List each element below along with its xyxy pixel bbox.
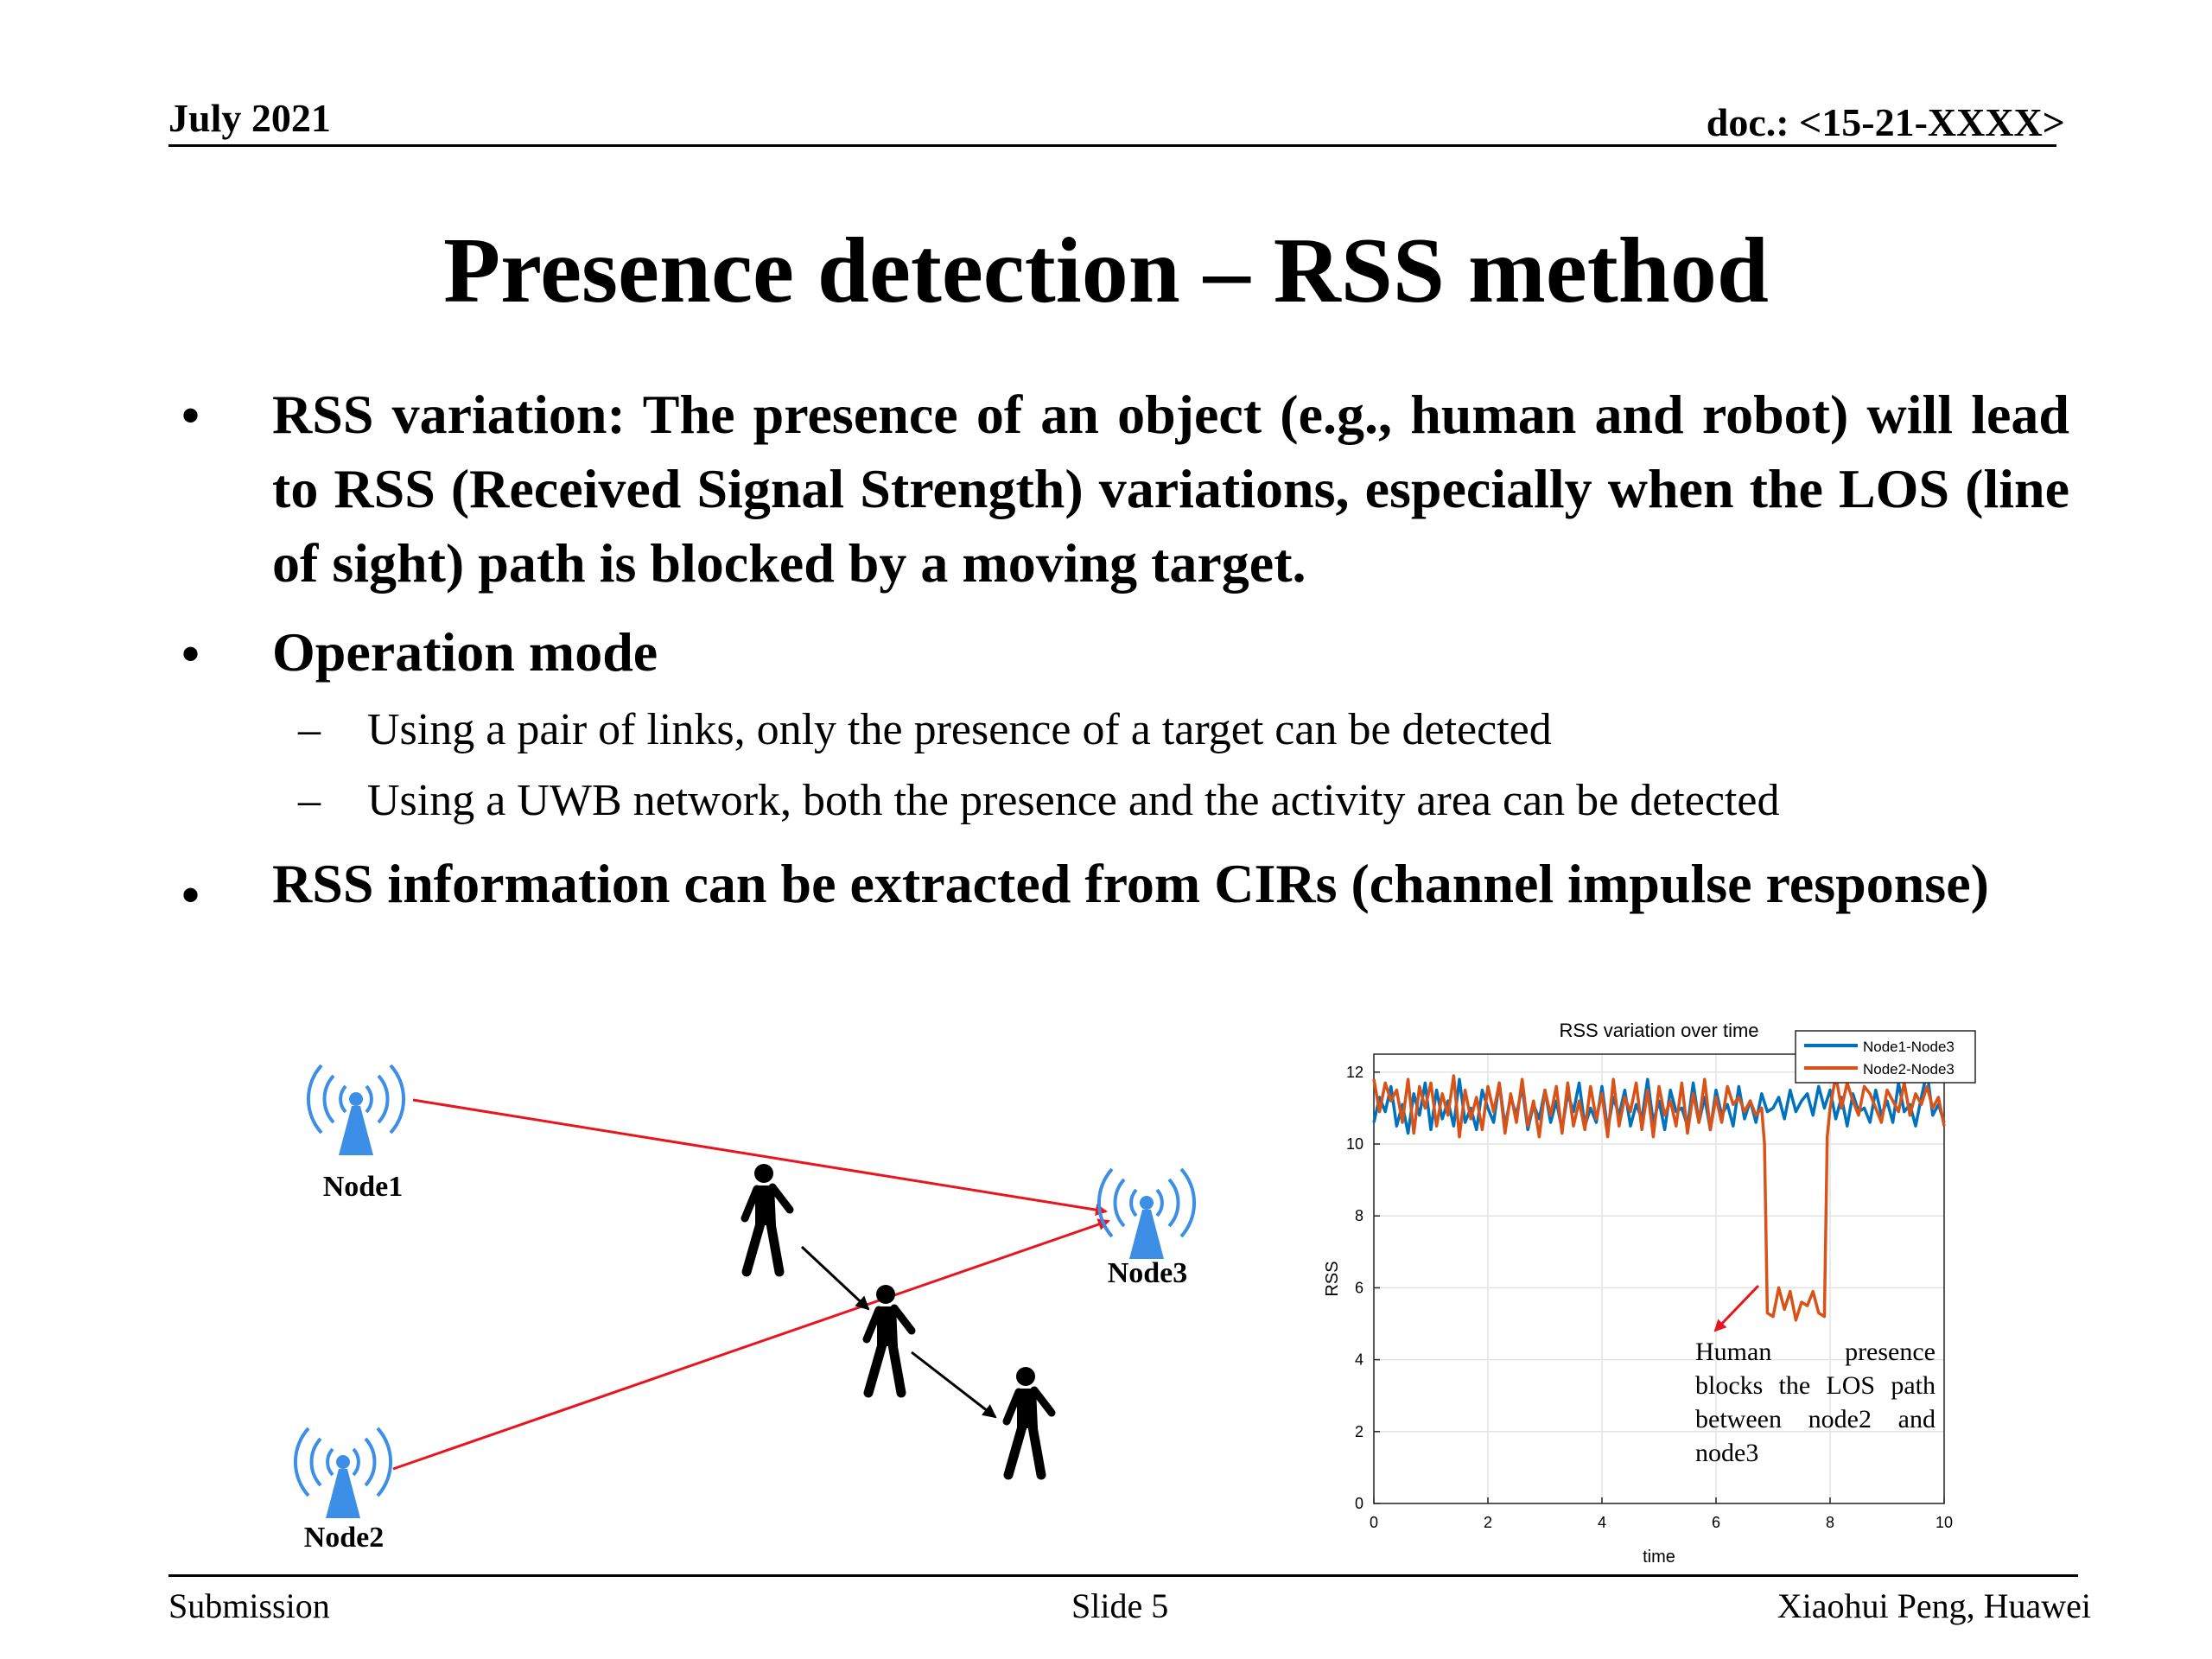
bullet-marker: • bbox=[181, 387, 200, 444]
y-tick-label: 10 bbox=[1346, 1135, 1363, 1153]
x-tick-label: 2 bbox=[1484, 1514, 1492, 1531]
y-tick-label: 8 bbox=[1355, 1207, 1363, 1224]
node1-label: Node1 bbox=[323, 1171, 404, 1203]
plot-area bbox=[1373, 1053, 1945, 1504]
node3-label: Node3 bbox=[1108, 1257, 1188, 1289]
footer-rule bbox=[168, 1574, 2078, 1577]
bullet-operation-mode: Operation mode bbox=[272, 621, 658, 683]
y-tick-label: 6 bbox=[1355, 1279, 1363, 1296]
footer-submission: Submission bbox=[168, 1586, 330, 1625]
header-date: July 2021 bbox=[168, 96, 331, 140]
footer-slide-number: Slide 5 bbox=[1071, 1586, 1169, 1625]
legend-box bbox=[1795, 1030, 1976, 1084]
x-tick-label: 8 bbox=[1826, 1514, 1834, 1531]
footer-author: Xiaohui Peng, Huawei bbox=[1777, 1586, 2091, 1625]
header-doc-number: doc.: <15-21-XXXX> bbox=[1706, 100, 2065, 144]
sub-bullet-dash: – bbox=[298, 776, 321, 825]
series-line-node2-node3 bbox=[1372, 1074, 1946, 1322]
y-axis-label: RSS bbox=[1323, 1261, 1342, 1296]
sub-bullet-dash: – bbox=[298, 705, 321, 754]
y-tick-label: 0 bbox=[1355, 1495, 1363, 1512]
bullet-marker: • bbox=[181, 626, 200, 683]
annotation-line: between node2 and bbox=[1695, 1405, 1936, 1433]
movement-arrow bbox=[911, 1351, 997, 1419]
bullet-rss-from-cirs: RSS information can be extracted from CI… bbox=[272, 853, 1989, 914]
y-tick-label: 2 bbox=[1355, 1423, 1363, 1440]
y-tick-label: 4 bbox=[1355, 1351, 1363, 1369]
chart-annotation: Human presence blocks the LOS path betwe… bbox=[1695, 1335, 1936, 1470]
slide-title: Presence detection – RSS method bbox=[443, 219, 1769, 322]
legend-label-node1-node3: Node1-Node3 bbox=[1863, 1039, 1955, 1055]
link-node1-node3 bbox=[412, 1098, 1108, 1217]
x-tick-label: 0 bbox=[1370, 1514, 1378, 1531]
x-tick-label: 10 bbox=[1936, 1514, 1953, 1531]
bullet-rss-variation: RSS variation: The presence of an object… bbox=[272, 384, 2069, 594]
bullet-marker: • bbox=[181, 867, 200, 924]
annotation-line: blocks the LOS path bbox=[1695, 1371, 1936, 1400]
chart-title: RSS variation over time bbox=[1559, 1020, 1758, 1041]
annotation-line: Human presence bbox=[1695, 1338, 1936, 1366]
movement-arrow bbox=[800, 1245, 870, 1311]
x-axis-label: time bbox=[1643, 1548, 1675, 1567]
sub-bullet-uwb-network: Using a UWB network, both the presence a… bbox=[367, 776, 1780, 825]
chart-legend: Node1-Node3 Node2-Node3 bbox=[1795, 1030, 1976, 1084]
annotation-line: node3 bbox=[1695, 1439, 1759, 1467]
node2-label: Node2 bbox=[304, 1522, 385, 1554]
legend-label-node2-node3: Node2-Node3 bbox=[1863, 1061, 1955, 1077]
link-node2-node3 bbox=[392, 1218, 1110, 1471]
sub-bullet-pair-of-links: Using a pair of links, only the presence… bbox=[367, 705, 1552, 754]
header-rule bbox=[168, 144, 2056, 147]
x-tick-label: 6 bbox=[1712, 1514, 1720, 1531]
x-tick-label: 4 bbox=[1598, 1514, 1606, 1531]
y-tick-label: 12 bbox=[1346, 1064, 1363, 1081]
annotation-arrow bbox=[1713, 1284, 1760, 1332]
